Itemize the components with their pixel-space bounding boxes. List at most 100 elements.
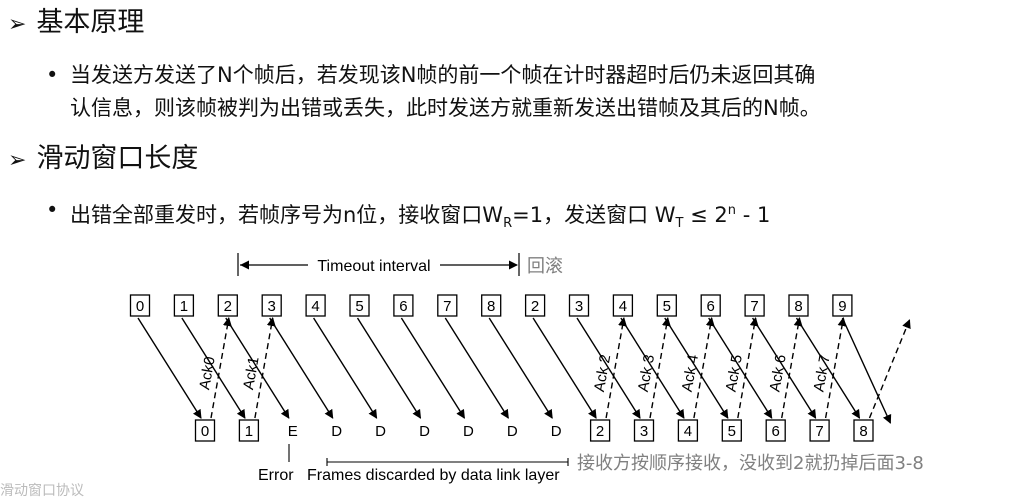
frame-number: 4 (619, 298, 627, 315)
ack-arrow-4 (693, 317, 715, 419)
frame-arrow-10 (576, 317, 641, 419)
receiver-frame-10: 3 (633, 419, 655, 442)
frame-status: D (419, 423, 430, 440)
sender-frame-15: 8 (788, 294, 809, 317)
frame-box (305, 294, 326, 317)
frame-box (788, 294, 809, 317)
frame-status: D (507, 423, 518, 440)
frame-arrow-9 (532, 317, 597, 419)
frame-number: 9 (838, 298, 846, 315)
heading-basic-principle: ➢ 基本原理 (8, 6, 144, 42)
receiver-frame-7: D (507, 423, 518, 440)
frame-arrow-6 (400, 317, 465, 419)
receiver-frame-14: 7 (809, 419, 830, 442)
principle-line-1: 当发送方发送了N个帧后，若发现该N帧的前一个帧在计时器超时后仍未返回其确 (70, 63, 816, 87)
frame-arrow-16 (841, 317, 892, 424)
ack-label-4: Ack 4 (679, 353, 702, 393)
frame-number: 8 (487, 298, 495, 315)
sender-frame-1: 1 (173, 294, 195, 317)
wt-subscript: T (675, 216, 684, 232)
receiver-frame-2: E (288, 423, 298, 440)
frame-number: 6 (707, 298, 715, 315)
window-formula: 出错全部重发时，若帧序号为n位，接收窗口WR=1，发送窗口 WT ≤ 2n - … (70, 195, 770, 239)
frame-arrow-14 (752, 317, 817, 419)
receiver-frame-4: D (375, 423, 386, 440)
frame-box (437, 294, 458, 317)
frame-number: 0 (201, 423, 209, 440)
frame-box (721, 419, 742, 442)
frame-number: 1 (245, 423, 253, 440)
ack-arrow-3 (649, 317, 671, 419)
frame-number: 7 (750, 298, 758, 315)
frame-arrow-1 (181, 317, 246, 419)
ack-arrow-5 (737, 317, 759, 419)
receiver-frame-1: 1 (238, 419, 260, 442)
sender-frame-9: 2 (524, 294, 546, 317)
principle-line-2: 认信息，则该帧被判为出错或丢失，此时发送方就重新发送出错帧及其后的N帧。 (70, 96, 821, 120)
ack-label-0: Ack0 (196, 355, 219, 391)
ack-arrow-7 (824, 317, 847, 419)
frame-box (481, 294, 502, 317)
exponent-n: n (727, 203, 737, 218)
ack-arrow-final (868, 319, 911, 419)
frame-arrows (137, 317, 892, 424)
frame-box (744, 294, 765, 317)
frame-number: 2 (224, 298, 232, 315)
frame-number: 2 (531, 298, 539, 315)
frame-number: 8 (859, 423, 867, 440)
frame-arrow-7 (444, 317, 509, 419)
frame-box (568, 294, 590, 317)
frame-number: 3 (268, 298, 276, 315)
frame-box (393, 294, 414, 317)
frame-box (129, 294, 151, 317)
frame-box (765, 419, 786, 442)
receiver-frame-9: 2 (589, 419, 611, 442)
sender-frame-2: 2 (217, 294, 238, 317)
frame-number: 6 (399, 298, 407, 315)
frame-arrow-4 (313, 317, 378, 419)
arrow-bullet-icon: ➢ (8, 148, 27, 173)
frame-box (217, 294, 238, 317)
sender-frame-11: 4 (612, 294, 634, 317)
ack-label-1: Ack1 (240, 355, 263, 391)
ack-arrow-1 (254, 317, 276, 419)
frame-arrow-5 (356, 317, 422, 419)
ack-arrow-6 (781, 317, 803, 419)
footer-cut-text: 滑动窗口协议 (0, 483, 84, 499)
frame-number: 7 (443, 298, 451, 315)
formula-mid: =1，发送窗口 W (512, 203, 676, 227)
timeout-left-arrowhead (240, 260, 249, 270)
frame-arrow-11 (620, 317, 685, 419)
wr-subscript: R (503, 216, 513, 232)
receiver-frame-13: 6 (765, 419, 786, 442)
ack-label-3: Ack 3 (635, 353, 658, 393)
frame-arrow-2 (225, 317, 290, 419)
frame-status: D (551, 423, 562, 440)
frame-number: 5 (355, 298, 363, 315)
arrow-bullet-icon: ➢ (8, 12, 27, 37)
frame-status: E (288, 423, 298, 440)
frame-number: 3 (575, 298, 583, 315)
frame-box (589, 419, 611, 442)
sender-frame-12: 5 (656, 294, 677, 317)
frame-number: 5 (663, 298, 671, 315)
frame-arrow-3 (269, 317, 334, 419)
heading-text: 基本原理 (36, 7, 145, 38)
frame-box (238, 419, 260, 442)
frame-arrow-0 (137, 317, 202, 419)
sender-frame-10: 3 (568, 294, 590, 317)
sender-frame-5: 5 (349, 294, 370, 317)
sender-frame-6: 6 (393, 294, 414, 317)
receiver-frame-0: 0 (194, 419, 216, 442)
frame-arrow-8 (488, 317, 553, 419)
ack-arrow-2 (605, 317, 627, 419)
frame-box (809, 419, 830, 442)
frame-status: D (375, 423, 386, 440)
frame-number: 8 (794, 298, 802, 315)
frame-box (194, 419, 216, 442)
frame-box (853, 419, 874, 442)
formula-post: ≤ 2 (683, 203, 728, 227)
